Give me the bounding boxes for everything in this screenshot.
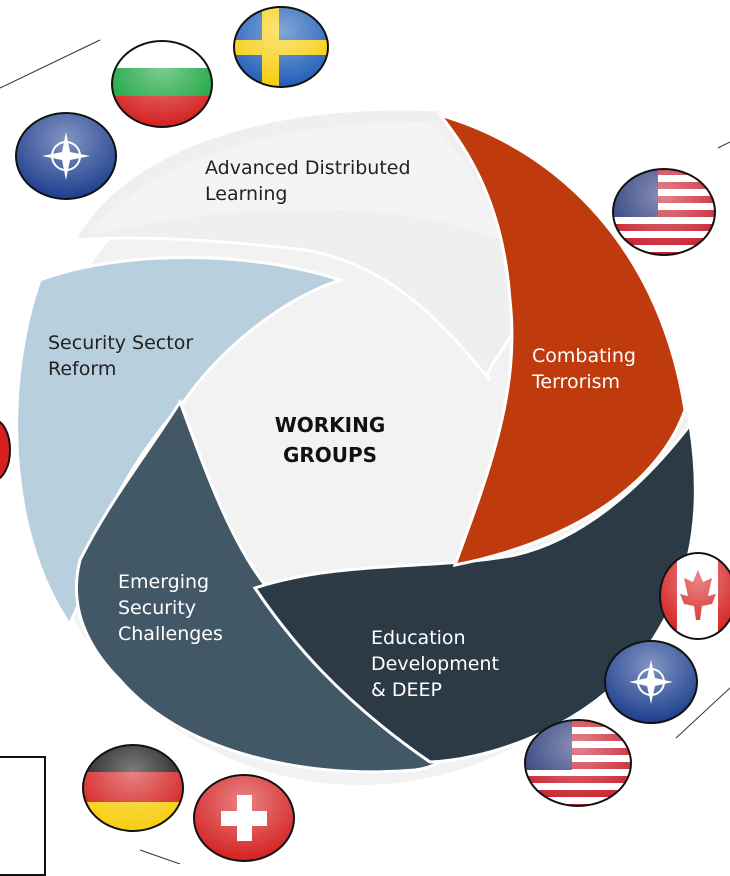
flag-red-partial-icon [0,420,11,480]
flag-nato-icon [15,112,117,200]
flag-canada-icon [659,552,730,640]
label-advanced-distributed-learning: Advanced Distributed Learning [205,157,411,205]
label-emerging-security-challenges: Emerging Security Challenges [118,571,223,645]
flag-usa-icon [524,719,632,807]
segment-advanced-distributed-learning[interactable] [72,107,524,382]
flag-bulgaria-icon [111,40,213,128]
label-education-development-deep: Education Development & DEEP [371,627,499,701]
flag-germany-icon [82,744,184,832]
flag-sweden-icon [233,6,329,88]
flag-usa-icon [612,168,716,256]
label-combating-terrorism: Combating Terrorism [532,345,636,393]
segment-highlight [90,121,500,240]
decorative-line [675,687,730,739]
flag-nato-icon [604,640,698,724]
center-title: WORKING GROUPS [274,413,386,467]
decorative-line [0,39,101,89]
decorative-line [139,849,181,864]
segment-combating-terrorism[interactable] [435,112,687,567]
label-security-sector-reform: Security Sector Reform [48,332,194,380]
corner-frame [0,756,46,876]
decorative-line [717,141,730,149]
flag-switzerland-icon [193,774,295,862]
